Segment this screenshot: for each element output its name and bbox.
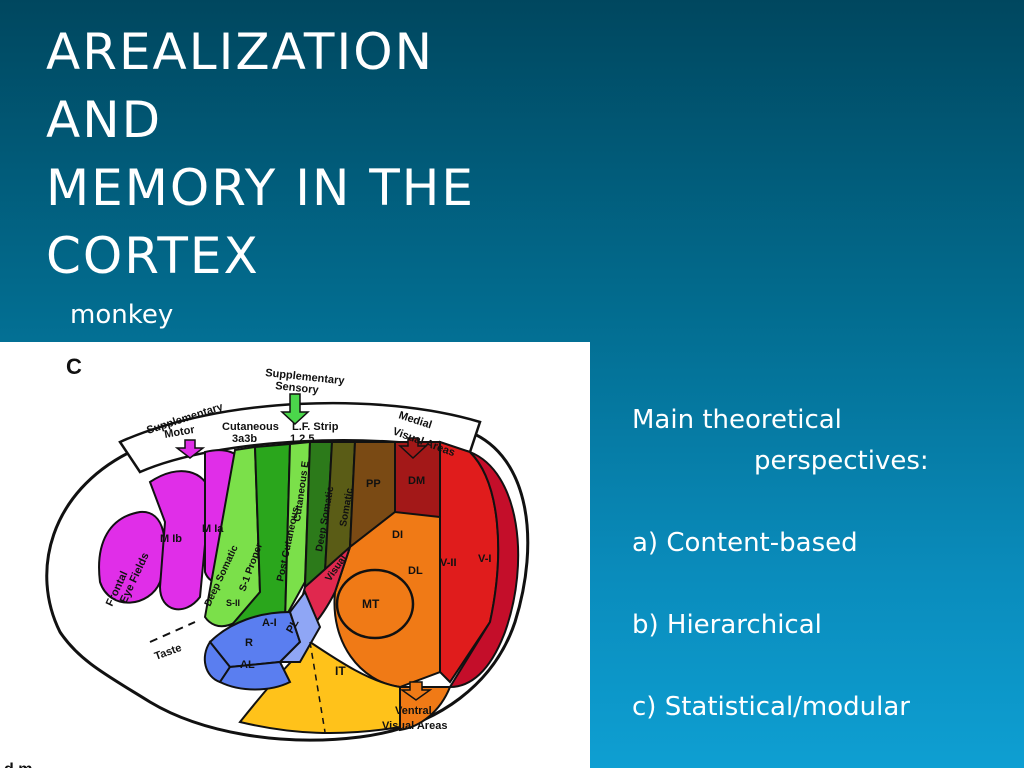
supplementary-sensory-arrow — [280, 393, 310, 426]
label-m-ia: M Ia — [202, 523, 224, 535]
label-cutaneous-sub: 3a3b — [232, 433, 257, 445]
title-line-2: AND — [46, 91, 163, 149]
supplementary-motor-arrow — [174, 439, 206, 459]
label-di: DI — [392, 529, 403, 541]
label-dm: DM — [408, 475, 425, 487]
ventral-visual-arrow — [399, 681, 433, 701]
medial-fold — [118, 401, 482, 474]
label-m-ib: M Ib — [160, 533, 182, 545]
region-it — [238, 640, 401, 734]
perspective-item-a: a) Content-based — [632, 528, 858, 558]
spacer — [632, 482, 1012, 523]
label-v-i: V-I — [478, 553, 491, 565]
title-line-1: AREALIZATION — [46, 23, 434, 81]
perspective-item-c: c) Statistical/modular — [632, 692, 910, 722]
label-strip-nums: 1 2 5 — [290, 433, 314, 445]
region-v-i — [448, 451, 520, 689]
label-ventral: Ventral — [395, 705, 432, 717]
region-al — [218, 660, 292, 691]
label-ventral-visual-areas: Visual Areas — [382, 720, 447, 732]
perspectives-heading-line1: Main theoretical — [632, 405, 842, 435]
label-it: IT — [335, 664, 346, 678]
label-supplementary-motor-2: Motor — [163, 424, 196, 441]
region-mt — [335, 568, 415, 640]
title-line-3: MEMORY IN THE — [46, 159, 475, 217]
label-l-f-strip: L.F. Strip — [292, 421, 339, 433]
label-r: R — [245, 637, 253, 649]
perspective-item-b: b) Hierarchical — [632, 610, 822, 640]
slide-subtitle: monkey — [70, 300, 174, 330]
it-boundary — [309, 641, 326, 733]
medial-visual-arrow — [398, 437, 428, 460]
region-frontal-eye-fields — [98, 510, 166, 604]
label-pp: PP — [366, 478, 381, 490]
label-a-i: A-I — [262, 617, 277, 629]
label-al: AL — [240, 659, 255, 671]
label-v-ii: V-II — [440, 557, 457, 569]
label-dl: DL — [408, 565, 423, 577]
spacer — [632, 564, 1012, 605]
label-supplementary-sensory-2: Sensory — [275, 380, 320, 397]
spacer — [632, 646, 1012, 687]
cortex-map-figure: C Supplementary Sensory Supplementary Mo… — [0, 342, 590, 768]
slide-title: AREALIZATION AND MEMORY IN THE CORTEX — [46, 18, 606, 290]
label-bottom-fragment: d m — [4, 761, 32, 768]
region-m-ib — [148, 470, 212, 611]
panel-letter: C — [66, 354, 82, 379]
title-line-4: CORTEX — [46, 227, 260, 285]
label-cutaneous: Cutaneous — [222, 421, 279, 433]
label-s-ii: S-II — [226, 598, 240, 608]
label-mt: MT — [362, 597, 380, 611]
cortex-map-svg: C Supplementary Sensory Supplementary Mo… — [4, 354, 530, 768]
perspectives-heading-line2: perspectives: — [754, 446, 929, 476]
region-post-cutaneous — [279, 440, 312, 628]
theoretical-perspectives: Main theoretical perspectives: a) Conten… — [632, 400, 1012, 728]
